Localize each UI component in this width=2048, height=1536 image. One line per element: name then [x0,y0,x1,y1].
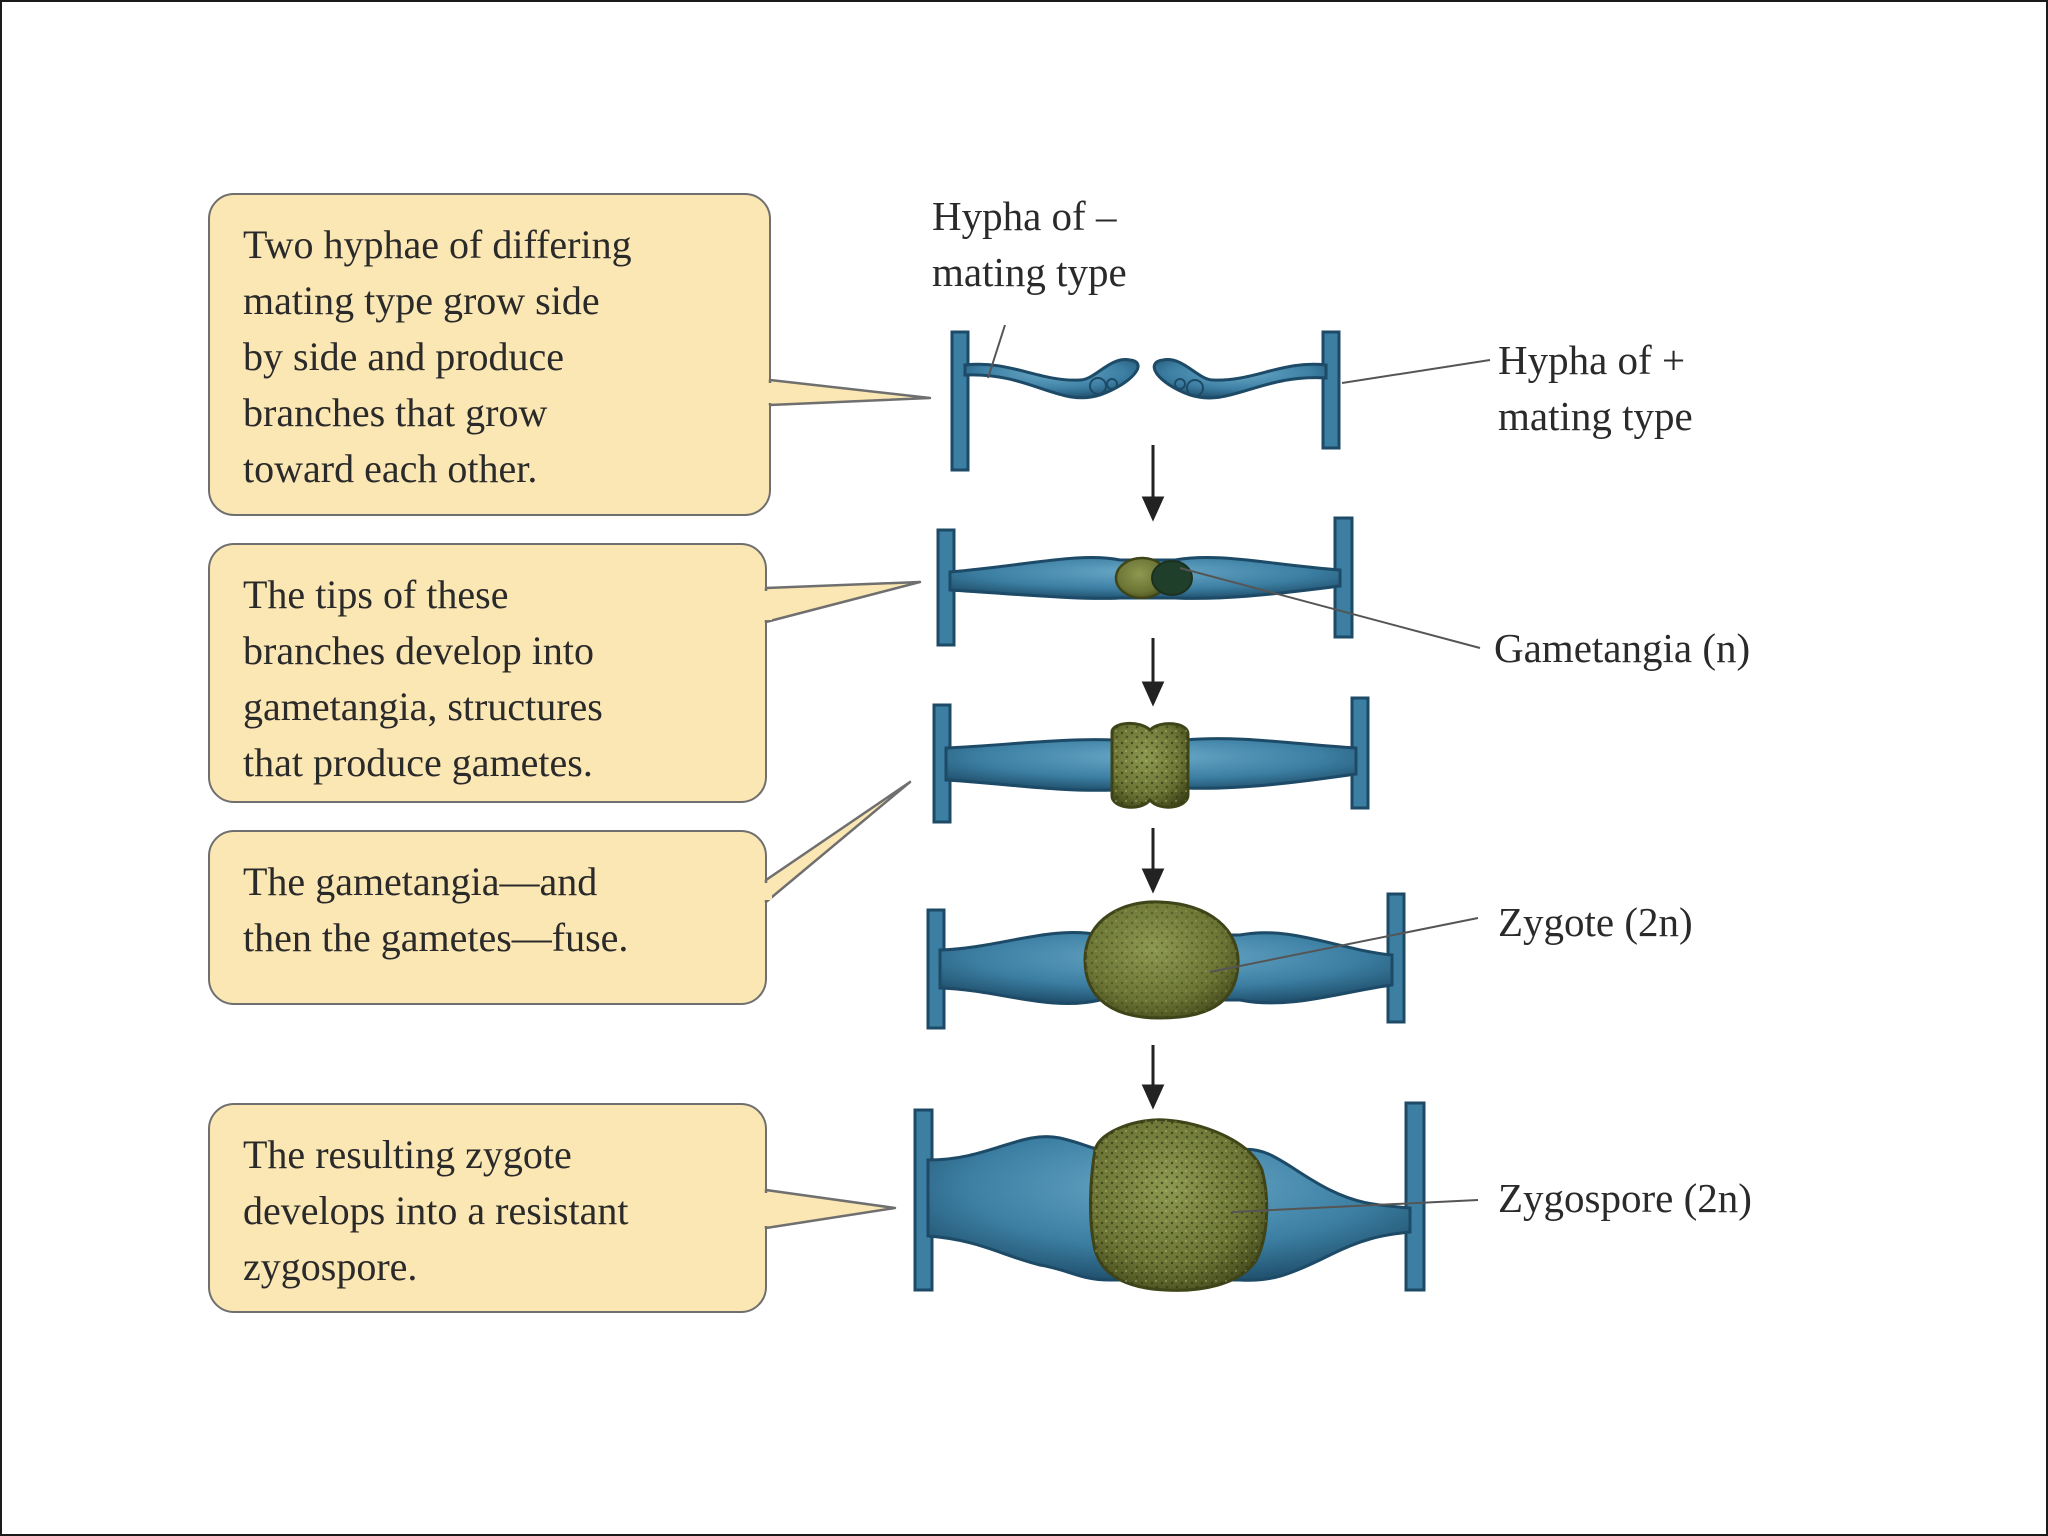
step-arrows [1141,445,1165,1110]
stage-zygote [926,892,1406,1030]
callout-step-3: The gametangia—and then the gametes—fuse… [208,830,767,1005]
stage-gametangia-contact [936,516,1354,647]
label-zygospore: Zygospore (2n) [1498,1175,1752,1221]
callout-step-4: The resulting zygote develops into a res… [208,1103,767,1313]
stage-gametangia-fusion [932,696,1370,824]
label-hypha-minus: Hypha of – mating type [932,193,1127,295]
callout-step-2: The tips of these branches develop into … [208,543,767,803]
callout-pointers [764,378,932,1230]
label-gametangia: Gametangia (n) [1494,625,1751,671]
stage-zygospore [913,1101,1426,1292]
callout-step-1: Two hyphae of differing mating type grow… [208,193,771,516]
leader-lines [987,324,1491,1213]
label-hypha-plus: Hypha of + mating type [1498,337,1693,439]
stage-separate-branches [950,330,1341,472]
label-zygote: Zygote (2n) [1498,899,1693,945]
